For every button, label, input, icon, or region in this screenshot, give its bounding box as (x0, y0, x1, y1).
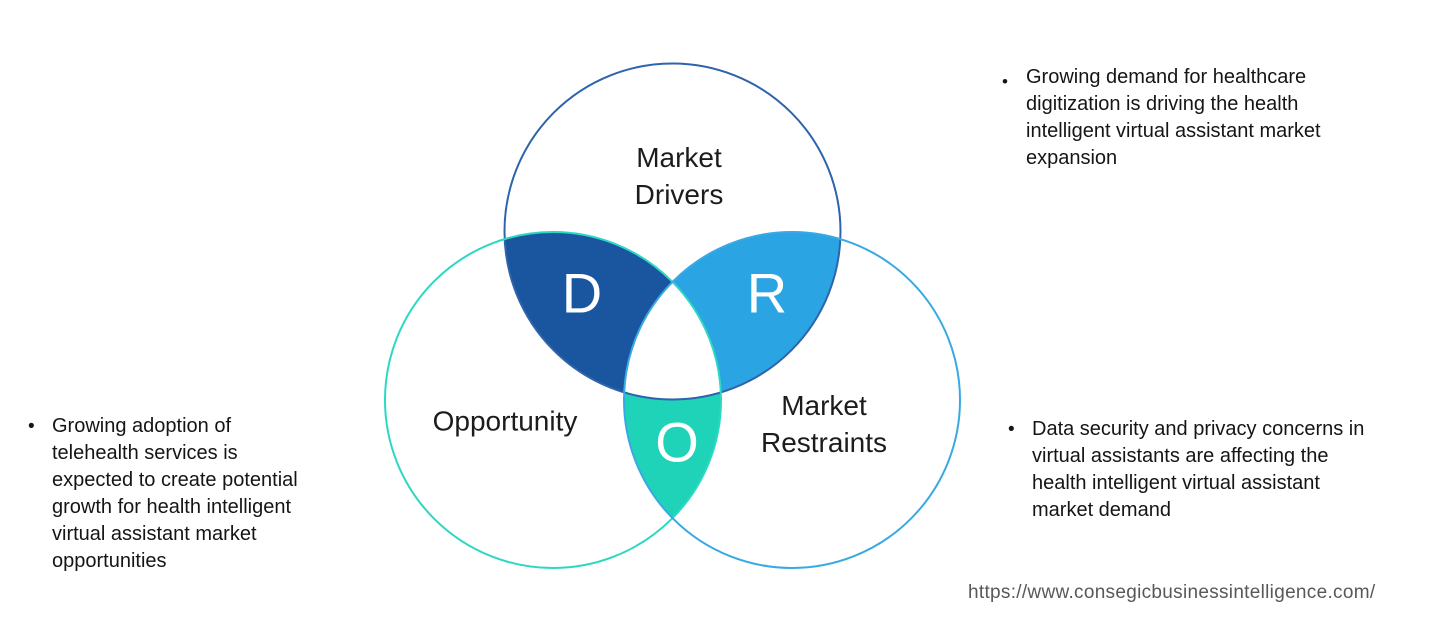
bullet-market-drivers: • Growing demand for healthcare digitiza… (1002, 64, 1402, 172)
source-url: https://www.consegicbusinessintelligence… (968, 582, 1376, 603)
label-market-drivers: Market Drivers (634, 142, 724, 210)
bullet-dot-icon: • (1002, 72, 1008, 91)
circle-opportunity (384, 231, 722, 569)
bullet-dot-icon: • (28, 416, 35, 437)
region-r-drivers-restraints-overlap (624, 232, 841, 400)
letter-r: R (747, 262, 787, 325)
circle-market-drivers (503, 62, 842, 401)
letter-d: D (562, 262, 602, 325)
label-opportunity: Opportunity (432, 405, 578, 437)
letter-o: O (655, 411, 699, 474)
circle-market-restraints (623, 231, 961, 569)
bullet-text-opportunity: Growing adoption of telehealth services … (52, 415, 298, 572)
bullet-text-restraints: Data security and privacy concerns in vi… (1032, 418, 1365, 521)
bullet-text-drivers: Growing demand for healthcare digitizati… (1026, 66, 1321, 169)
label-market-restraints: Market Restraints (760, 390, 888, 458)
bullet-dot-icon: • (1008, 419, 1015, 440)
bullet-market-restraints: • Data security and privacy concerns in … (1008, 416, 1438, 524)
bullet-opportunity: • Growing adoption of telehealth service… (28, 413, 368, 575)
region-d-drivers-opportunity-overlap (504, 232, 721, 400)
